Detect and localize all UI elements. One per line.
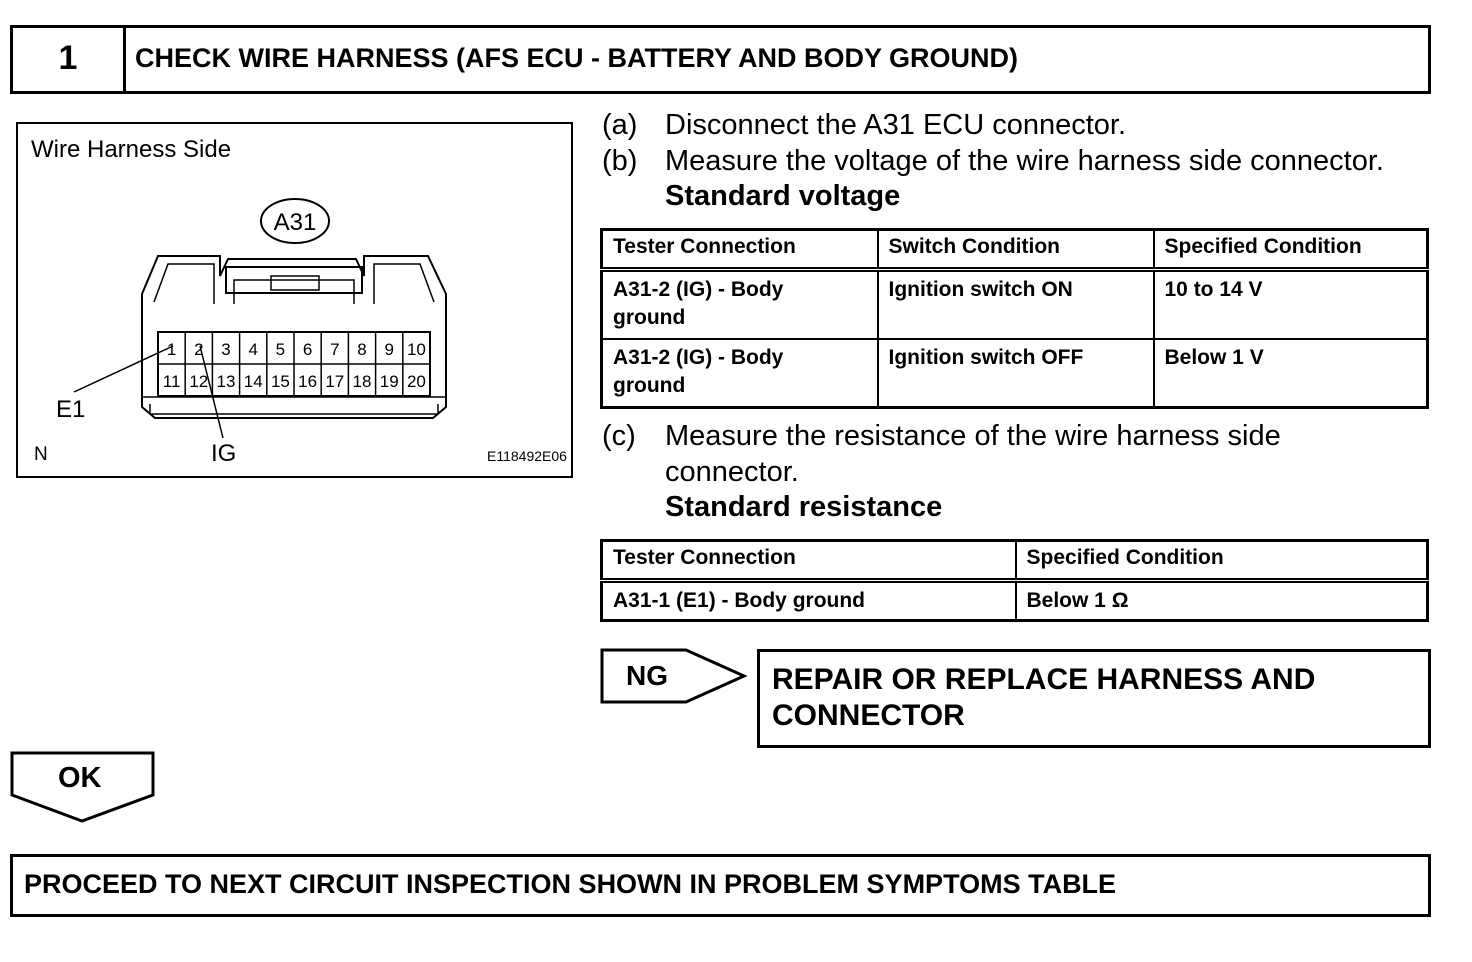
table-header: Tester Connection xyxy=(601,540,1016,583)
ig-label: IG xyxy=(211,440,237,467)
pin-label: 4 xyxy=(248,340,257,359)
voltage-table: Tester Connection Switch Condition Speci… xyxy=(600,228,1429,409)
pin-label: 3 xyxy=(221,340,230,359)
step-letter: (a) xyxy=(602,109,638,141)
step-letter: (c) xyxy=(602,420,636,452)
step-header: 1 CHECK WIRE HARNESS (AFS ECU - BATTERY … xyxy=(10,25,1431,94)
table-cell: Below 1 V xyxy=(1152,338,1428,408)
pin-label: 11 xyxy=(163,372,181,391)
pin-label: 12 xyxy=(189,372,208,391)
table-cell: A31-1 (E1) - Body ground xyxy=(613,589,866,612)
table-cell: 10 to 14 V xyxy=(1152,269,1428,339)
step-text: Measure the resistance of the wire harne… xyxy=(665,420,1281,452)
table-header: Specified Condition xyxy=(1152,229,1428,272)
step-title: CHECK WIRE HARNESS (AFS ECU - BATTERY AN… xyxy=(135,43,1019,73)
ng-label: NG xyxy=(626,660,668,691)
step-text: connector. xyxy=(665,456,799,488)
proceed-box: PROCEED TO NEXT CIRCUIT INSPECTION SHOWN… xyxy=(10,854,1431,917)
pin-label: 19 xyxy=(380,372,399,391)
table-cell: Ignition switch OFF xyxy=(876,338,1154,408)
table-cell: Ignition switch ON xyxy=(876,269,1154,339)
ok-label: OK xyxy=(58,762,102,794)
pin-label: 1 xyxy=(167,340,176,359)
table-header: Tester Connection xyxy=(601,229,878,272)
ng-arrow-icon xyxy=(600,648,748,704)
pin-label: 14 xyxy=(244,372,263,391)
pin-label: 10 xyxy=(407,340,426,359)
table-header: Switch Condition xyxy=(876,229,1154,272)
pin-label: 7 xyxy=(330,340,339,359)
table-cell: Below 1 Ω xyxy=(1014,580,1428,621)
pin-label: 16 xyxy=(298,372,317,391)
table-row: A31-1 (E1) - Body ground Below 1 Ω xyxy=(602,580,1428,621)
connector-id-ellipse xyxy=(260,198,330,244)
ok-arrow-icon xyxy=(10,751,155,823)
pin-label: 17 xyxy=(325,372,344,391)
proceed-text: PROCEED TO NEXT CIRCUIT INSPECTION SHOWN… xyxy=(24,869,1117,899)
connector-id-label: A31 xyxy=(274,209,317,236)
step-text: Disconnect the A31 ECU connector. xyxy=(665,109,1127,141)
pin-label: 13 xyxy=(217,372,236,391)
standard-voltage-label: Standard voltage xyxy=(665,180,901,212)
resistance-table: Tester Connection Specified Condition A3… xyxy=(600,539,1429,622)
table-header: Specified Condition xyxy=(1014,540,1428,583)
standard-resistance-label: Standard resistance xyxy=(665,491,943,523)
pin-label: 18 xyxy=(353,372,372,391)
pin-label: 6 xyxy=(303,340,312,359)
ig-leader-line xyxy=(199,345,224,439)
e1-leader-line xyxy=(73,345,174,393)
step-text: Measure the voltage of the wire harness … xyxy=(665,145,1384,177)
step-letter: (b) xyxy=(602,145,638,177)
figure-caption: Wire Harness Side xyxy=(31,136,232,163)
north-label: N xyxy=(34,444,48,465)
pin-label: 2 xyxy=(194,340,203,359)
connector-body xyxy=(141,255,447,419)
step-number: 1 xyxy=(13,28,126,91)
pin-label: 5 xyxy=(276,340,285,359)
pin-label: 15 xyxy=(271,372,290,391)
e1-label: E1 xyxy=(56,396,86,423)
pin-label: 9 xyxy=(384,340,393,359)
pin-label: 8 xyxy=(357,340,366,359)
figure-code: E118492E06 xyxy=(487,448,567,464)
pin-label: 20 xyxy=(407,372,426,391)
